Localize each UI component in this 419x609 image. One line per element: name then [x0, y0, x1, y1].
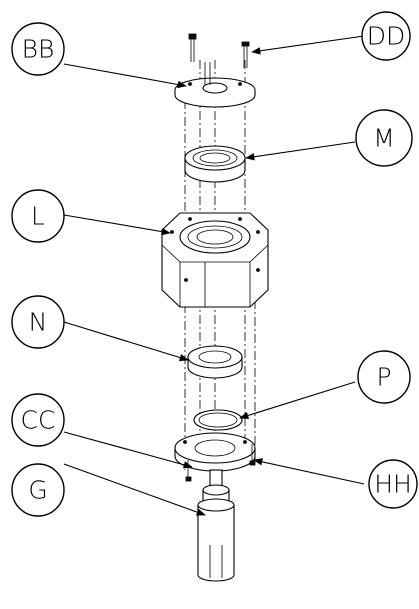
- callout-hh: HH: [368, 459, 418, 509]
- part-cc-flange: [174, 432, 256, 472]
- callout-dd-label: DD: [367, 22, 406, 51]
- part-l-housing: [161, 212, 269, 308]
- leader-lines: [63, 35, 365, 516]
- callout-l-label: L: [31, 202, 45, 231]
- callout-m: M: [355, 109, 413, 167]
- callout-m-label: M: [373, 124, 395, 153]
- callout-cc: CC: [11, 393, 65, 447]
- callout-n-label: N: [29, 308, 48, 337]
- callout-g-label: G: [28, 476, 47, 505]
- callout-l: L: [11, 189, 65, 243]
- callout-cc-label: CC: [21, 406, 56, 435]
- top-screws: [188, 33, 250, 68]
- callout-g: G: [11, 463, 65, 517]
- callout-bb-label: BB: [22, 35, 55, 64]
- callout-bb: BB: [11, 22, 65, 76]
- part-n-seal: [187, 345, 243, 379]
- part-g-shaft: [197, 469, 235, 582]
- part-p-oring: [193, 409, 243, 431]
- callout-p-label: P: [376, 363, 391, 392]
- callout-p: P: [357, 350, 411, 404]
- callout-n: N: [11, 295, 65, 349]
- callout-hh-label: HH: [374, 470, 412, 499]
- part-m-bearing: [184, 145, 246, 183]
- callout-dd: DD: [361, 11, 411, 61]
- part-bb-plate: [174, 62, 256, 108]
